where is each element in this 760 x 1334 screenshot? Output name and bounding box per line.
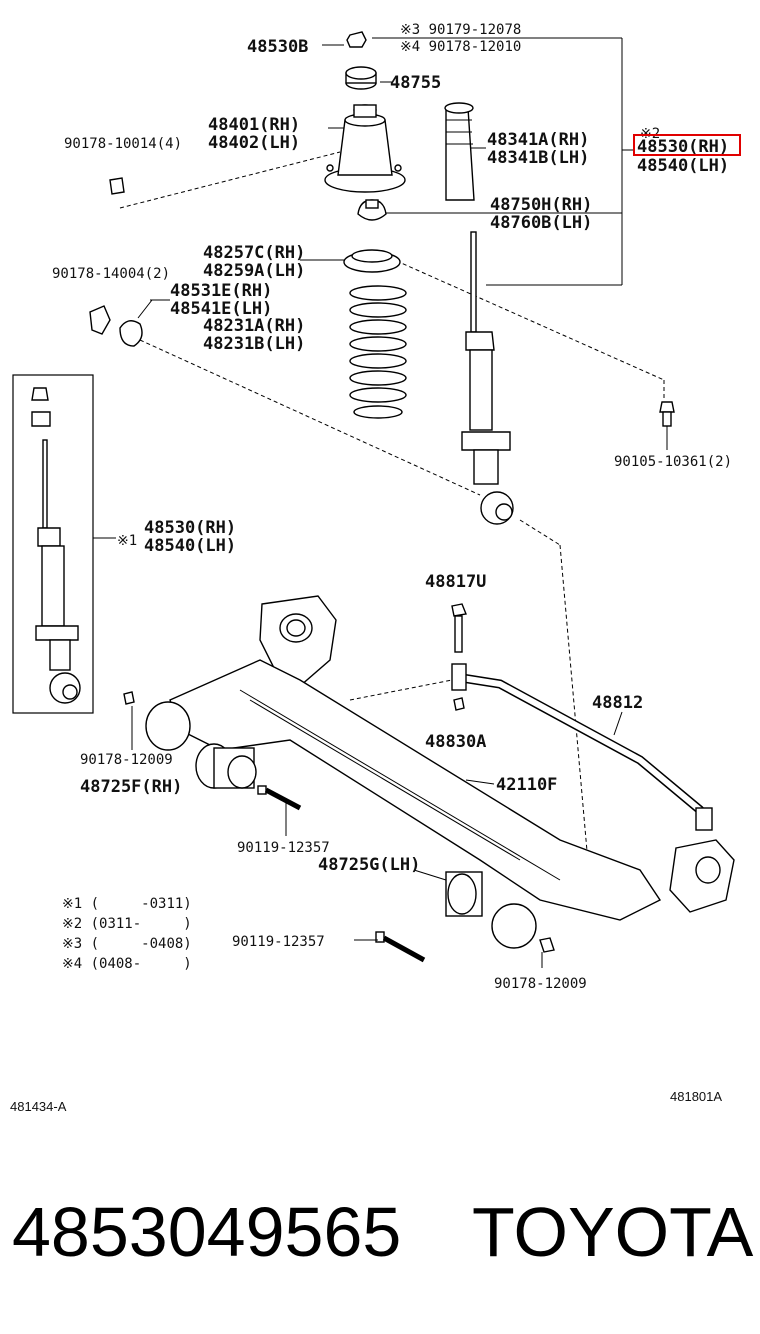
label-48531e[interactable]: 48531E(RH) <box>170 281 272 301</box>
brand-title: TOYOTA <box>472 1193 754 1271</box>
legend-line-2: ※2 (0311- ) <box>62 916 192 932</box>
label-48750h[interactable]: 48750H(RH) <box>490 195 592 215</box>
label-48760b[interactable]: 48760B(LH) <box>490 213 592 233</box>
lower-insulator-icon <box>89 305 143 347</box>
label-48530b[interactable]: 48530B <box>247 37 308 57</box>
part-labels: 48530B ※3 90179-12078 ※4 90178-12010 487… <box>52 22 741 992</box>
label-90119-12357-a[interactable]: 90119-12357 <box>237 840 330 856</box>
nut-right-icon <box>539 937 555 953</box>
label-mark1: ※1 <box>117 533 137 549</box>
label-note3: ※3 90179-12078 <box>400 22 521 38</box>
label-48725f[interactable]: 48725F(RH) <box>80 777 182 797</box>
nut-icon <box>109 177 125 195</box>
label-48530-rh-top[interactable]: 48530(RH) <box>637 137 729 157</box>
label-42110f[interactable]: 42110F <box>496 775 557 795</box>
bump-stopper-icon <box>357 199 387 221</box>
washer-icon <box>345 66 377 90</box>
coil-spring-icon <box>349 285 407 419</box>
label-48231b[interactable]: 48231B(LH) <box>203 334 305 354</box>
label-note4: ※4 90178-12010 <box>400 39 521 55</box>
upper-strut-assembly <box>89 31 675 525</box>
figure-code-left: 481434-A <box>10 1099 67 1114</box>
bolt-icon <box>659 401 675 427</box>
label-48755[interactable]: 48755 <box>390 73 441 93</box>
bushing-48725f-icon <box>195 743 257 789</box>
label-48540-lh-box[interactable]: 48540(LH) <box>144 536 236 556</box>
legend-line-4: ※4 (0408- ) <box>62 956 192 972</box>
label-90178-12009-left[interactable]: 90178-12009 <box>80 752 173 768</box>
upper-support-icon <box>324 104 406 193</box>
top-nut-icon <box>346 31 367 48</box>
label-48341a[interactable]: 48341A(RH) <box>487 130 589 150</box>
label-48530-rh-box[interactable]: 48530(RH) <box>144 518 236 538</box>
spring-insulator-icon <box>343 249 401 273</box>
inset-shock-box <box>12 374 116 714</box>
dust-boot-icon <box>444 102 475 201</box>
label-90105-10361[interactable]: 90105-10361(2) <box>614 454 732 470</box>
label-48402[interactable]: 48402(LH) <box>208 133 300 153</box>
label-48231a[interactable]: 48231A(RH) <box>203 316 305 336</box>
label-48257c[interactable]: 48257C(RH) <box>203 243 305 263</box>
axle-beam-assembly <box>123 595 735 963</box>
label-48259a[interactable]: 48259A(LH) <box>203 261 305 281</box>
bushing-48725g-icon <box>445 871 483 917</box>
stabilizer-bushing-icon <box>451 663 467 691</box>
label-90119-12357-b[interactable]: 90119-12357 <box>232 934 325 950</box>
label-48540-lh-top[interactable]: 48540(LH) <box>637 156 729 176</box>
stabilizer-bar-icon <box>457 673 713 831</box>
label-48830a[interactable]: 48830A <box>425 732 486 752</box>
label-48341b[interactable]: 48341B(LH) <box>487 148 589 168</box>
figure-code-right: 481801A <box>670 1089 722 1104</box>
label-90178-14004[interactable]: 90178-14004(2) <box>52 266 170 282</box>
callout-lines <box>119 37 668 886</box>
bushing-right-icon <box>491 903 537 949</box>
legend-line-1: ※1 ( -0311) <box>62 896 192 912</box>
label-90178-12009-right[interactable]: 90178-12009 <box>494 976 587 992</box>
label-48817u[interactable]: 48817U <box>425 572 486 592</box>
legend-line-3: ※3 ( -0408) <box>62 936 192 952</box>
shock-absorber-icon <box>461 231 514 525</box>
stabilizer-nut-icon <box>453 697 465 711</box>
label-48401[interactable]: 48401(RH) <box>208 115 300 135</box>
label-48812[interactable]: 48812 <box>592 693 643 713</box>
label-48541e[interactable]: 48541E(LH) <box>170 299 272 319</box>
date-legend: ※1 ( -0311) ※2 (0311- ) ※3 ( -0408) ※4 (… <box>62 896 192 972</box>
bolt-lower-icon <box>375 931 426 963</box>
highlight-box <box>633 134 741 156</box>
inset-shock-icon <box>31 387 81 704</box>
stabilizer-bolt-icon <box>451 603 467 653</box>
part-number-title: 4853049565 <box>12 1193 401 1271</box>
bushing-left-icon <box>145 701 191 751</box>
stabilizer-assembly <box>131 603 713 968</box>
label-48725g[interactable]: 48725G(LH) <box>318 855 420 875</box>
nut-left-icon <box>123 691 135 705</box>
label-90178-10014[interactable]: 90178-10014(4) <box>64 136 182 152</box>
bolt-upper-icon <box>257 785 302 811</box>
